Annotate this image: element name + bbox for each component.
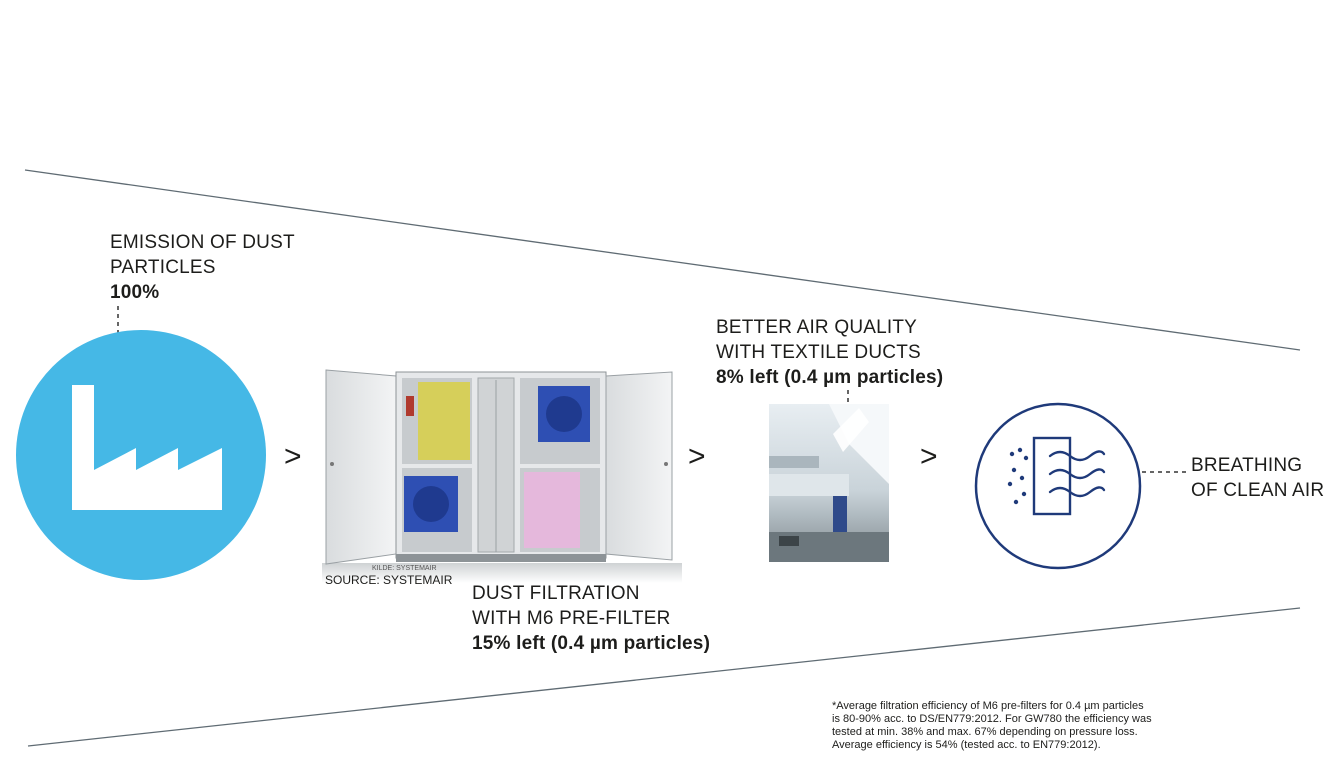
arrow-1: > [284, 440, 302, 473]
footnote-line: tested at min. 38% and max. 67% dependin… [832, 726, 1138, 738]
clean-title-line2: OF CLEAN AIR [1191, 480, 1325, 501]
footnote-line: is 80-90% acc. to DS/EN779:2012. For GW7… [832, 713, 1152, 725]
arrow-2: > [688, 440, 706, 473]
emission-title-line1: EMISSION OF DUST [110, 232, 295, 253]
funnel-bottom-line [27, 607, 1301, 747]
arrow-3: > [920, 440, 938, 473]
clean-title-line1: BREATHING [1191, 455, 1303, 476]
footnote-line: Average efficiency is 54% (tested acc. t… [832, 739, 1101, 751]
clean-air-circle [974, 402, 1142, 570]
ducts-label: BETTER AIR QUALITY WITH TEXTILE DUCTS 8%… [716, 315, 943, 390]
ducts-value: 8% left (0.4 µm particles) [716, 367, 944, 388]
emission-label: EMISSION OF DUST PARTICLES 100% [110, 230, 295, 305]
ducts-title-line1: BETTER AIR QUALITY [716, 317, 918, 338]
clean-air-icon [1032, 436, 1106, 516]
factory-icon [72, 385, 222, 510]
emission-title-line2: PARTICLES [110, 257, 216, 278]
ahu-title-line1: DUST FILTRATION [472, 583, 640, 604]
ahu-source: SOURCE: SYSTEMAIR [325, 573, 453, 587]
footnote: *Average filtration efficiency of M6 pre… [832, 700, 1192, 752]
textile-ducts-photo [769, 404, 889, 562]
clean-air-label: BREATHING OF CLEAN AIR [1191, 453, 1324, 503]
ahu-value: 15% left (0.4 µm particles) [472, 633, 711, 654]
factory-circle [16, 330, 266, 580]
funnel-top-line [24, 169, 1301, 351]
emission-value: 100% [110, 282, 160, 303]
footnote-line: *Average filtration efficiency of M6 pre… [832, 700, 1144, 712]
ahu-title-line2: WITH M6 PRE-FILTER [472, 608, 671, 629]
air-handling-unit-image: KILDE: SYSTEMAIR [322, 369, 682, 583]
ducts-title-line2: WITH TEXTILE DUCTS [716, 342, 921, 363]
ahu-watermark: KILDE: SYSTEMAIR [372, 565, 437, 572]
ahu-label: DUST FILTRATION WITH M6 PRE-FILTER 15% l… [472, 581, 710, 656]
